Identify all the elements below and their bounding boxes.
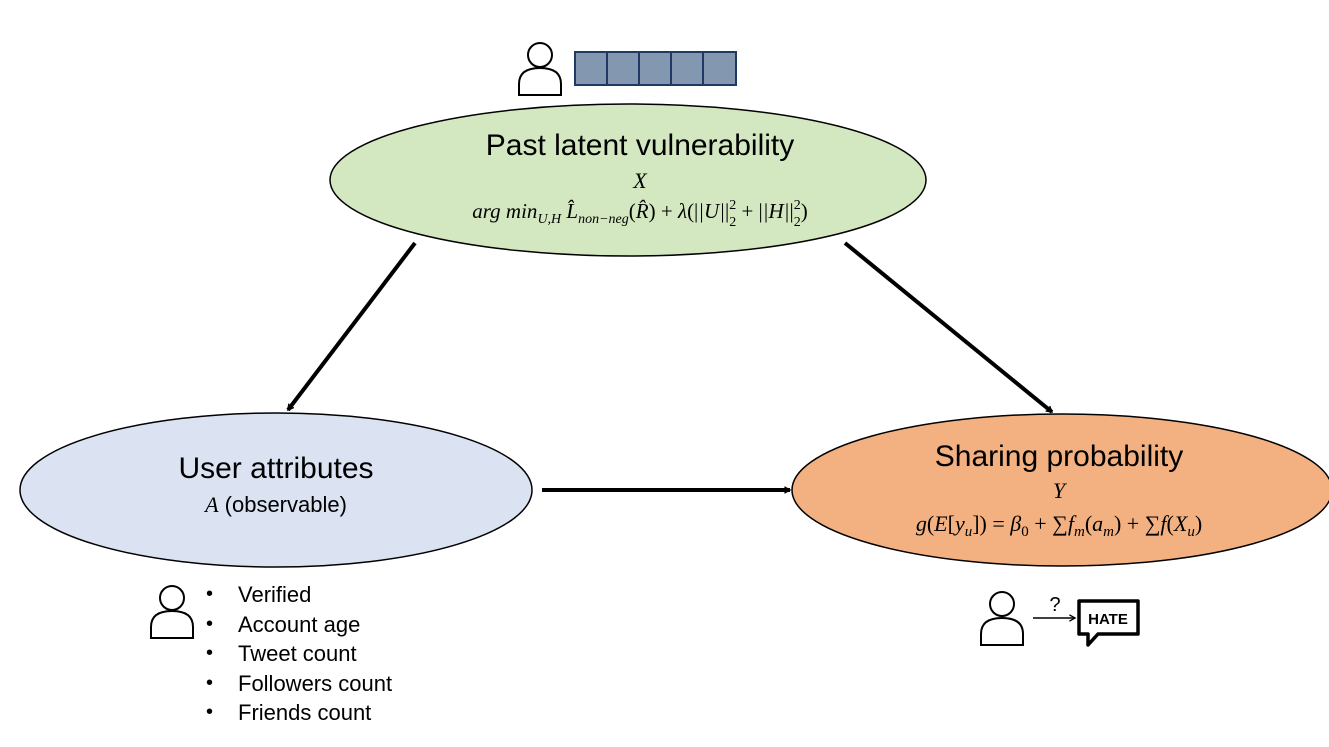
node-user-title: User attributes <box>178 452 373 485</box>
hate-speech-bubble-icon: HATE <box>1077 599 1140 647</box>
node-sharing-formula: g(E[yu]) = β0 + ∑fm(am) + ∑f(Xu) <box>916 511 1202 540</box>
node-user-attributes: User attributes A (observable) <box>19 412 533 568</box>
hate-label: HATE <box>1088 611 1128 628</box>
edge-past-to-user <box>286 241 417 412</box>
user-icon-sharing <box>980 591 1024 646</box>
question-mark: ? <box>1049 594 1060 616</box>
attribute-item: Verified <box>206 580 392 610</box>
attribute-item: Account age <box>206 610 392 640</box>
user-attributes-list: Verified Account age Tweet count Followe… <box>206 580 392 728</box>
node-user-variable: A <box>203 492 219 517</box>
user-icon-attributes <box>150 585 194 639</box>
node-past-latent-vulnerability: Past latent vulnerability X arg minU,H L… <box>329 103 927 257</box>
latent-vector-icon <box>574 51 737 86</box>
node-sharing-variable: Y <box>1053 478 1068 503</box>
edge-past-to-sharing <box>843 241 1054 414</box>
node-sharing-title: Sharing probability <box>935 440 1183 473</box>
node-user-variable-note: (observable) <box>225 492 347 517</box>
node-user-shape <box>19 412 533 568</box>
node-past-title: Past latent vulnerability <box>486 129 795 162</box>
node-user-variable-line: A (observable) <box>203 492 347 517</box>
attribute-item: Followers count <box>206 669 392 699</box>
user-icon-past <box>518 42 562 96</box>
node-past-shape <box>329 103 927 257</box>
node-sharing-shape <box>791 413 1329 567</box>
node-past-variable: X <box>632 168 648 193</box>
attribute-item: Friends count <box>206 698 392 728</box>
edges <box>286 241 1054 494</box>
node-sharing-probability: Sharing probability Y g(E[yu]) = β0 + ∑f… <box>791 413 1329 567</box>
attribute-item: Tweet count <box>206 639 392 669</box>
